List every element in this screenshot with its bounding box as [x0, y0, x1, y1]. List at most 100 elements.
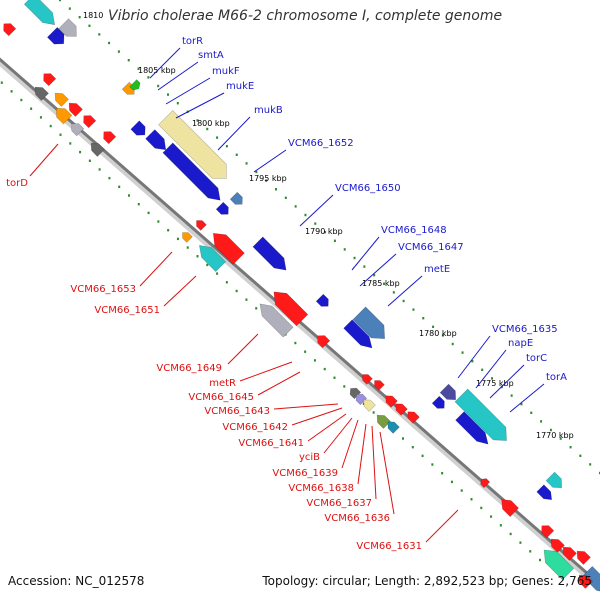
- forward-gene-arrow: [536, 484, 553, 501]
- reverse-gene-arrow: [212, 232, 245, 265]
- gene-callout-line: [509, 383, 545, 413]
- forward-tick-dot: [235, 153, 238, 156]
- gene-label: VCM66_1639: [272, 468, 338, 479]
- reverse-gene-arrow: [550, 538, 565, 553]
- tick-label: 1770 kbp: [536, 431, 574, 440]
- forward-gene-arrow: [352, 306, 386, 340]
- gene-label: torD: [6, 178, 28, 189]
- reverse-tick-dot: [402, 437, 404, 440]
- gene-callout-line: [273, 403, 339, 410]
- gene-label: mukB: [254, 105, 283, 116]
- reverse-gene-arrow: [480, 478, 491, 489]
- gene-label: torC: [526, 353, 547, 364]
- forward-tick-dot: [117, 50, 120, 53]
- reverse-tick-dot: [323, 367, 326, 371]
- reverse-tick-dot: [39, 116, 42, 119]
- reverse-tick-dot: [313, 359, 316, 362]
- forward-tick-dot: [137, 67, 140, 70]
- forward-tick-dot: [98, 33, 101, 36]
- reverse-tick-dot: [235, 289, 238, 293]
- reverse-gene-arrow: [196, 220, 207, 231]
- forward-gene-arrow: [46, 26, 65, 45]
- reverse-tick-dot: [59, 133, 62, 136]
- gene-label: VCM66_1635: [492, 324, 558, 335]
- forward-tick-dot: [196, 119, 199, 122]
- reverse-tick-dot: [147, 211, 150, 215]
- forward-tick-dot: [167, 93, 169, 96]
- reverse-tick-dot: [509, 532, 512, 536]
- forward-gene-arrow: [215, 201, 229, 215]
- forward-tick-dot: [353, 256, 356, 260]
- gene-callout-line: [239, 361, 293, 382]
- gene-label: VCM66_1638: [288, 483, 354, 494]
- forward-gene-arrow: [455, 411, 489, 445]
- reverse-gene-arrow: [376, 414, 391, 429]
- gene-callout-line: [457, 335, 491, 379]
- gene-callout-line: [341, 419, 359, 469]
- gene-callout-line: [163, 275, 197, 307]
- reverse-gene-arrow: [43, 73, 57, 87]
- forward-gene-arrow: [23, 0, 56, 26]
- forward-tick-dot: [559, 437, 562, 440]
- reverse-tick-dot: [167, 229, 170, 232]
- forward-tick-dot: [304, 213, 307, 217]
- forward-tick-dot: [324, 231, 327, 234]
- forward-tick-dot: [412, 308, 415, 311]
- reverse-gene-arrow: [541, 525, 555, 539]
- tick-label: 1790 kbp: [305, 227, 343, 236]
- forward-tick-dot: [294, 205, 297, 208]
- gene-callout-line: [371, 425, 377, 500]
- reverse-tick-dot: [245, 298, 248, 301]
- reverse-gene-arrow: [182, 232, 193, 243]
- gene-label: torA: [546, 372, 567, 383]
- forward-tick-dot: [59, 0, 61, 2]
- forward-tick-dot: [491, 377, 493, 380]
- reverse-tick-dot: [118, 185, 121, 189]
- reverse-tick-dot: [225, 281, 228, 284]
- forward-tick-dot: [245, 162, 248, 165]
- gene-label: VCM66_1643: [204, 406, 270, 417]
- reverse-tick-dot: [30, 107, 33, 110]
- forward-tick-dot: [383, 282, 385, 285]
- gene-callout-line: [425, 509, 459, 543]
- reverse-gene-arrow: [395, 403, 408, 416]
- forward-tick-dot: [78, 16, 81, 19]
- reverse-gene-arrow: [34, 86, 49, 101]
- reverse-tick-dot: [431, 463, 434, 466]
- reverse-tick-dot: [186, 246, 189, 249]
- reverse-tick-dot: [10, 90, 13, 93]
- gene-callout-line: [379, 431, 395, 515]
- reverse-gene-arrow: [407, 411, 420, 424]
- reverse-tick-dot: [196, 255, 199, 258]
- reverse-gene-arrow: [578, 574, 593, 589]
- gene-callout-line: [351, 236, 380, 271]
- gene-callout-line: [227, 333, 259, 365]
- reverse-tick-dot: [490, 515, 493, 518]
- gene-label: napE: [508, 338, 533, 349]
- forward-tick-dot: [569, 446, 572, 449]
- forward-tick-dot: [127, 59, 130, 62]
- reverse-gene-arrow: [387, 421, 400, 434]
- forward-tick-dot: [530, 411, 533, 414]
- tick-label: 1775 kbp: [476, 379, 514, 388]
- reverse-tick-dot: [480, 506, 483, 510]
- forward-gene-arrow: [343, 319, 373, 349]
- gene-callout-line: [299, 194, 334, 227]
- forward-tick-dot: [216, 136, 219, 139]
- forward-tick-dot: [108, 41, 111, 45]
- forward-tick-dot: [176, 102, 179, 105]
- reverse-gene-arrow: [374, 380, 385, 391]
- forward-tick-dot: [432, 325, 435, 328]
- forward-gene-arrow: [130, 120, 146, 136]
- gene-callout-line: [307, 413, 347, 442]
- forward-tick-dot: [68, 7, 71, 10]
- reverse-gene-arrow: [576, 550, 591, 565]
- reverse-gene-arrow: [68, 102, 83, 117]
- reverse-gene-arrow: [83, 115, 97, 129]
- reverse-gene-arrow: [501, 499, 520, 518]
- reverse-tick-dot: [411, 445, 414, 449]
- reverse-tick-dot: [529, 550, 532, 553]
- forward-tick-dot: [157, 84, 160, 88]
- gene-callout-line: [139, 251, 173, 287]
